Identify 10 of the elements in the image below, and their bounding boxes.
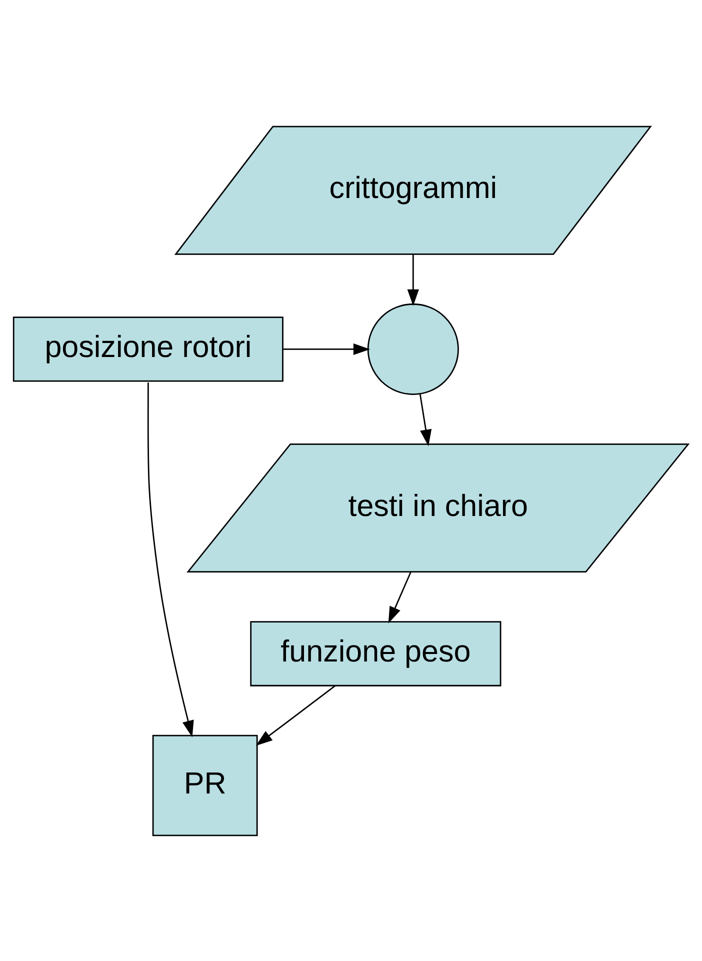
arrow (407, 254, 419, 306)
node-box: funzione peso (250, 620, 502, 686)
node-box: posizione rotori (12, 316, 284, 382)
arrow (419, 393, 432, 446)
arrow (256, 684, 336, 746)
arrow (283, 342, 370, 355)
node-box: PR (152, 734, 258, 836)
node-circle (367, 302, 459, 394)
arrow (147, 382, 194, 737)
arrow (388, 571, 412, 623)
